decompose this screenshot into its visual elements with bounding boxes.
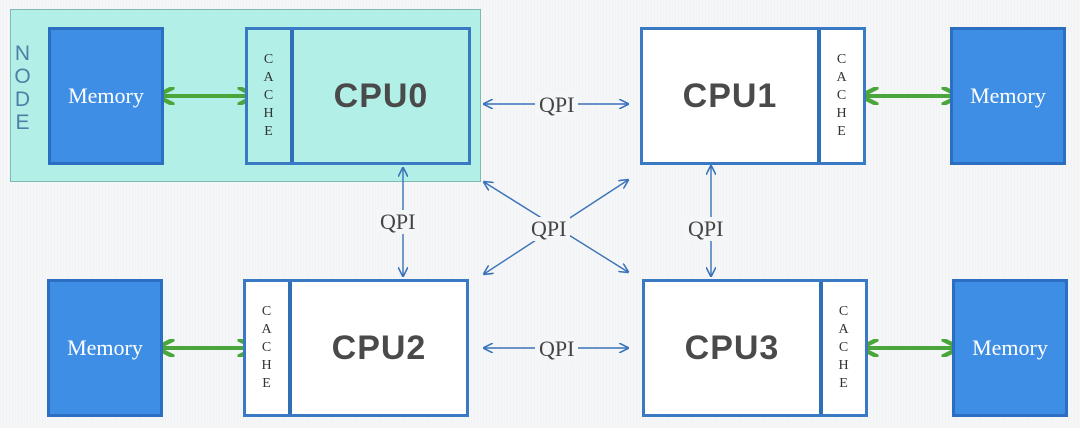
qpi-label-cpu1-cpu3: QPI <box>684 217 728 241</box>
cpu0-label: CPU0 <box>333 76 429 115</box>
node-label: NODE <box>14 42 32 134</box>
memory-block-1: Memory <box>950 27 1066 165</box>
cpu2-box: CACHE CPU2 <box>243 279 469 417</box>
cpu3-box: CACHE CPU3 <box>642 279 868 417</box>
cache-label: CACHE <box>838 304 850 391</box>
cpu0-box: CACHE CPU0 <box>245 27 471 165</box>
memory-label: Memory <box>972 335 1048 360</box>
cpu1-box: CACHE CPU1 <box>640 27 866 165</box>
memory-label: Memory <box>67 335 143 360</box>
qpi-label-cpu2-cpu3: QPI <box>535 337 579 361</box>
memory-block-0: Memory <box>48 27 164 165</box>
cache-label: CACHE <box>263 52 275 139</box>
qpi-label-cpu0-cpu1: QPI <box>535 93 579 117</box>
memory-block-2: Memory <box>47 279 163 417</box>
cpu1-label: CPU1 <box>682 76 778 115</box>
cache-label: CACHE <box>261 304 273 391</box>
cpu0-cache: CACHE <box>248 30 294 162</box>
cpu1-cache: CACHE <box>817 30 863 162</box>
qpi-label-cross: QPI <box>527 217 571 241</box>
qpi-label-cpu0-cpu2: QPI <box>376 210 420 234</box>
memory-label: Memory <box>970 83 1046 108</box>
cpu2-cache: CACHE <box>246 282 292 414</box>
memory-label: Memory <box>68 83 144 108</box>
cache-label: CACHE <box>836 52 848 139</box>
memory-block-3: Memory <box>952 279 1068 417</box>
cpu2-label: CPU2 <box>331 328 427 367</box>
cpu3-cache: CACHE <box>819 282 865 414</box>
cpu3-label: CPU3 <box>684 328 780 367</box>
